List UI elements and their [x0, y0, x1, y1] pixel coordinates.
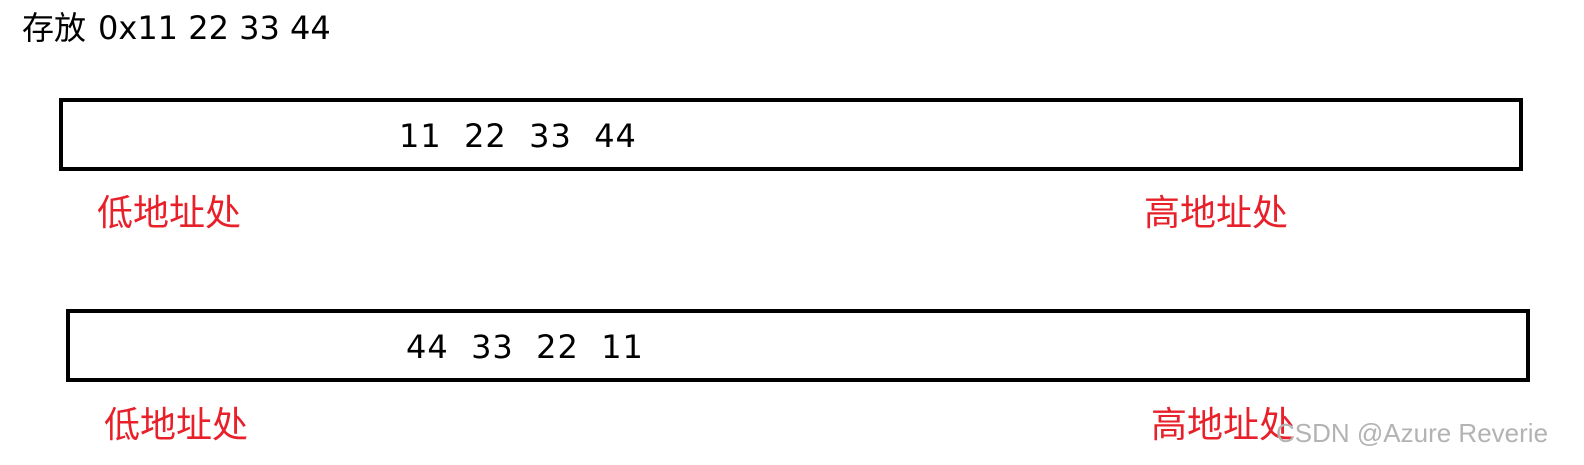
title-value: 0x11 22 33 44	[98, 9, 331, 47]
high-address-label-1: 高地址处	[1144, 193, 1289, 234]
low-address-label-1: 低地址处	[97, 193, 242, 234]
memory-box-2: 44 33 22 11	[66, 309, 1530, 382]
watermark: CSDN @Azure Reverie	[1276, 418, 1549, 448]
diagram-title: 存放 0x11 22 33 44	[22, 6, 331, 50]
memory-bytes-2: 44 33 22 11	[406, 328, 644, 366]
title-prefix: 存放	[22, 9, 87, 47]
memory-box-1: 11 22 33 44	[59, 98, 1523, 171]
memory-bytes-1: 11 22 33 44	[399, 117, 637, 155]
low-address-label-2: 低地址处	[104, 405, 249, 446]
high-address-label-2: 高地址处	[1151, 405, 1296, 446]
